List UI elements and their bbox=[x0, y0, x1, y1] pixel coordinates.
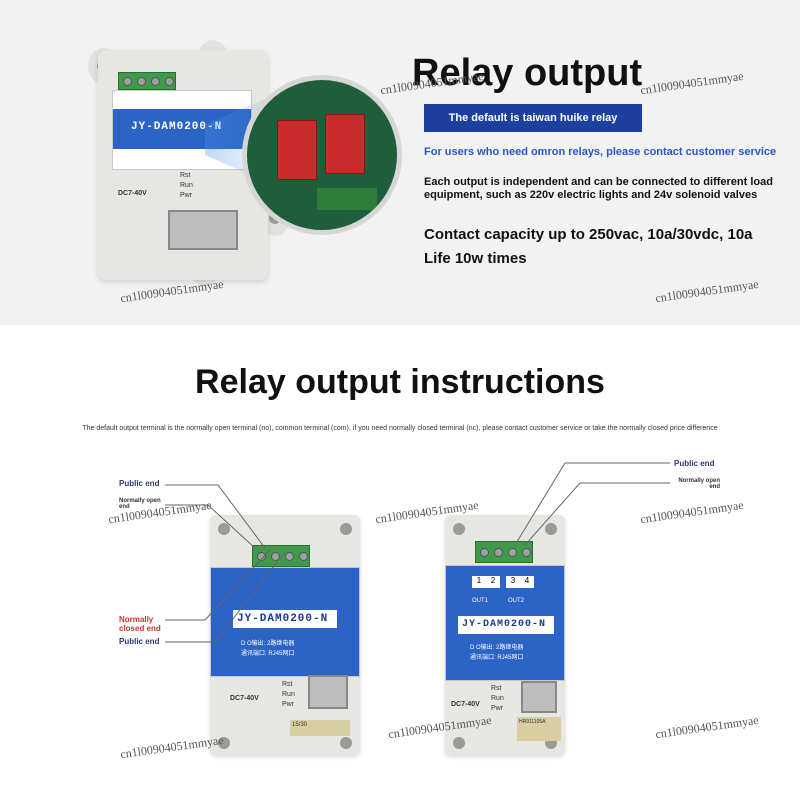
right-module: 1 2 3 4 OUT1 OUT2 JY-DAM0200-N D O输出: 2路… bbox=[445, 515, 565, 755]
right-sticker: HR911105A bbox=[517, 717, 561, 741]
power-label: DC7-40V bbox=[118, 190, 147, 197]
watermark: cn1l00904051mmyae bbox=[639, 68, 745, 98]
right-spec2: 通讯端口: RJ45网口 bbox=[470, 655, 524, 661]
right-rj45-port bbox=[521, 681, 557, 713]
left-spec2: 通讯端口: RJ45网口 bbox=[241, 651, 295, 657]
blue-panel bbox=[113, 109, 251, 149]
left-sticker: 15/30 bbox=[290, 720, 350, 736]
ch-3: 3 bbox=[506, 576, 520, 588]
left-front-panel: JY-DAM0200-N D O输出: 2路继电器 通讯端口: RJ45网口 bbox=[210, 567, 360, 677]
left-spec1: D O输出: 2路继电器 bbox=[241, 641, 295, 647]
pcb-terminal bbox=[317, 188, 377, 210]
left-terminal-block bbox=[252, 545, 310, 567]
ch-4: 4 bbox=[520, 576, 534, 588]
right-spec1: D O输出: 2路继电器 bbox=[470, 645, 524, 651]
bottom-section bbox=[0, 325, 800, 800]
led-rst-label: Rst bbox=[180, 172, 191, 179]
watermark: cn1l00904051mmyae bbox=[119, 276, 225, 306]
right-led-run: Run bbox=[491, 695, 504, 702]
out1-label: OUT1 bbox=[472, 598, 489, 604]
terminal-block bbox=[118, 72, 176, 90]
left-led-run: Run bbox=[282, 691, 295, 698]
right-led-pwr: Pwr bbox=[491, 705, 504, 712]
life-text: Life 10w times bbox=[424, 250, 527, 267]
led-run-label: Run bbox=[180, 182, 193, 189]
rj45-port bbox=[168, 210, 238, 250]
relay-1 bbox=[277, 120, 317, 180]
watermark: cn1l00904051mmyae bbox=[654, 276, 760, 306]
left-led-rst: Rst bbox=[282, 681, 293, 688]
right-model-plate bbox=[458, 616, 554, 634]
left-rj45-port bbox=[308, 675, 348, 709]
right-led-rst: Rst bbox=[491, 685, 502, 692]
right-front-panel: 1 2 3 4 OUT1 OUT2 JY-DAM0200-N D O输出: 2路… bbox=[445, 565, 565, 681]
right-model-label: JY-DAM0200-N bbox=[462, 619, 547, 630]
page-title: Relay output bbox=[412, 52, 643, 94]
default-relay-badge: The default is taiwan huike relay bbox=[424, 104, 642, 132]
left-led-pwr: Pwr bbox=[282, 701, 295, 708]
out2-label: OUT2 bbox=[508, 598, 525, 604]
label-public-end-bottom: Public end bbox=[119, 637, 160, 646]
top-section: JY-DAM0200-N Rst Run Pwr DC7-40V Relay o… bbox=[0, 0, 800, 325]
led-pwr-label: Pwr bbox=[180, 192, 193, 199]
relay-module: JY-DAM0200-N Rst Run Pwr DC7-40V bbox=[98, 50, 268, 280]
ch-2: 2 bbox=[486, 576, 500, 588]
right-power-label: DC7-40V bbox=[451, 701, 480, 708]
label-normally-open-left: Normally open end bbox=[119, 498, 161, 510]
label-normally-closed: Normally closed end bbox=[119, 615, 161, 633]
label-public-end-top: Public end bbox=[119, 479, 160, 488]
capacity-text: Contact capacity up to 250vac, 10a/30vdc… bbox=[424, 226, 753, 243]
label-public-end-right: Public end bbox=[674, 459, 715, 468]
left-power-label: DC7-40V bbox=[230, 695, 259, 702]
independent-note: Each output is independent and can be co… bbox=[424, 176, 773, 201]
relay-2 bbox=[325, 114, 365, 174]
omron-note: For users who need omron relays, please … bbox=[424, 146, 777, 158]
model-label: JY-DAM0200-N bbox=[131, 121, 223, 133]
ch-1: 1 bbox=[472, 576, 486, 588]
left-model-label: JY-DAM0200-N bbox=[237, 613, 329, 625]
right-terminal-block bbox=[475, 541, 533, 563]
front-label: JY-DAM0200-N bbox=[112, 90, 252, 170]
left-module: JY-DAM0200-N D O输出: 2路继电器 通讯端口: RJ45网口 R… bbox=[210, 515, 360, 755]
instructions-note: The default output terminal is the norma… bbox=[82, 425, 718, 432]
label-normally-open-right: Normally open end bbox=[678, 478, 720, 490]
instructions-title: Relay output instructions bbox=[195, 363, 605, 401]
relay-magnifier bbox=[242, 75, 402, 235]
